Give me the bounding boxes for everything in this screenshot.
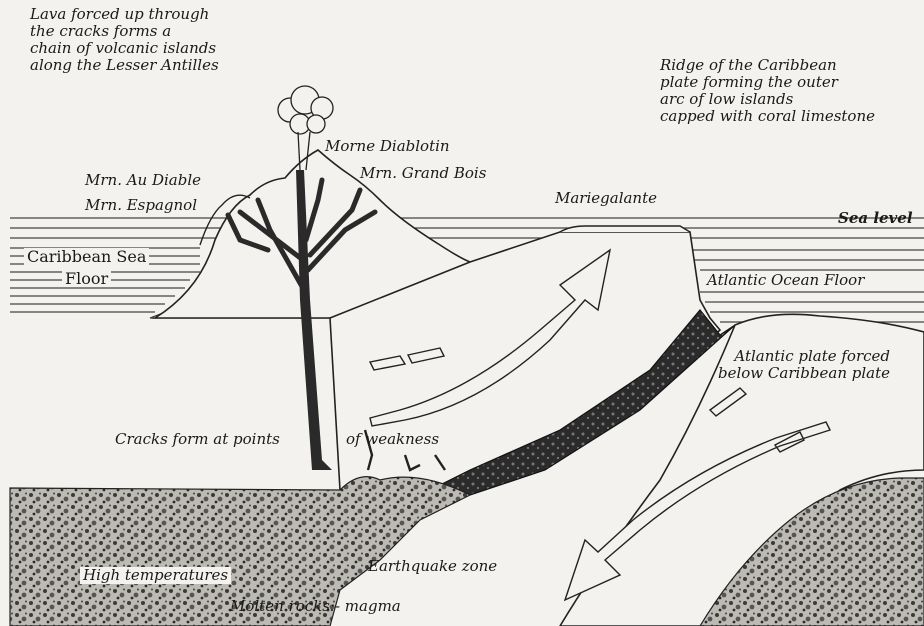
caribbean-sea-label: Caribbean Sea [24,248,149,265]
floor-label: Floor [62,270,111,287]
cracks-label: Cracks form at points [115,431,280,448]
earthquake-zone-label: Earthquake zone [368,558,497,575]
molten-rocks-label: Molten rocks:- magma [230,598,401,615]
atlantic-ocean-floor-label: Atlantic Ocean Floor [704,272,867,289]
mrn-au-diable-label: Mrn. Au Diable [85,172,201,189]
high-temperatures-label: High temperatures [80,567,231,584]
sea-level-label: Sea level [838,210,913,227]
mrn-grand-bois-label: Mrn. Grand Bois [360,165,486,182]
atlantic-plate-caption: Atlantic plate forced below Caribbean pl… [718,348,890,382]
mrn-espagnol-label: Mrn. Espagnol [85,197,197,214]
lava-caption: Lava forced up through the cracks forms … [30,6,219,74]
morne-diablotin-label: Morne Diablotin [325,138,450,155]
mariegalante-cap [560,226,690,232]
weakness-label: of weakness [346,431,439,448]
mariegalante-label: Mariegalante [555,190,657,207]
ridge-caption: Ridge of the Caribbean plate forming the… [660,57,875,125]
